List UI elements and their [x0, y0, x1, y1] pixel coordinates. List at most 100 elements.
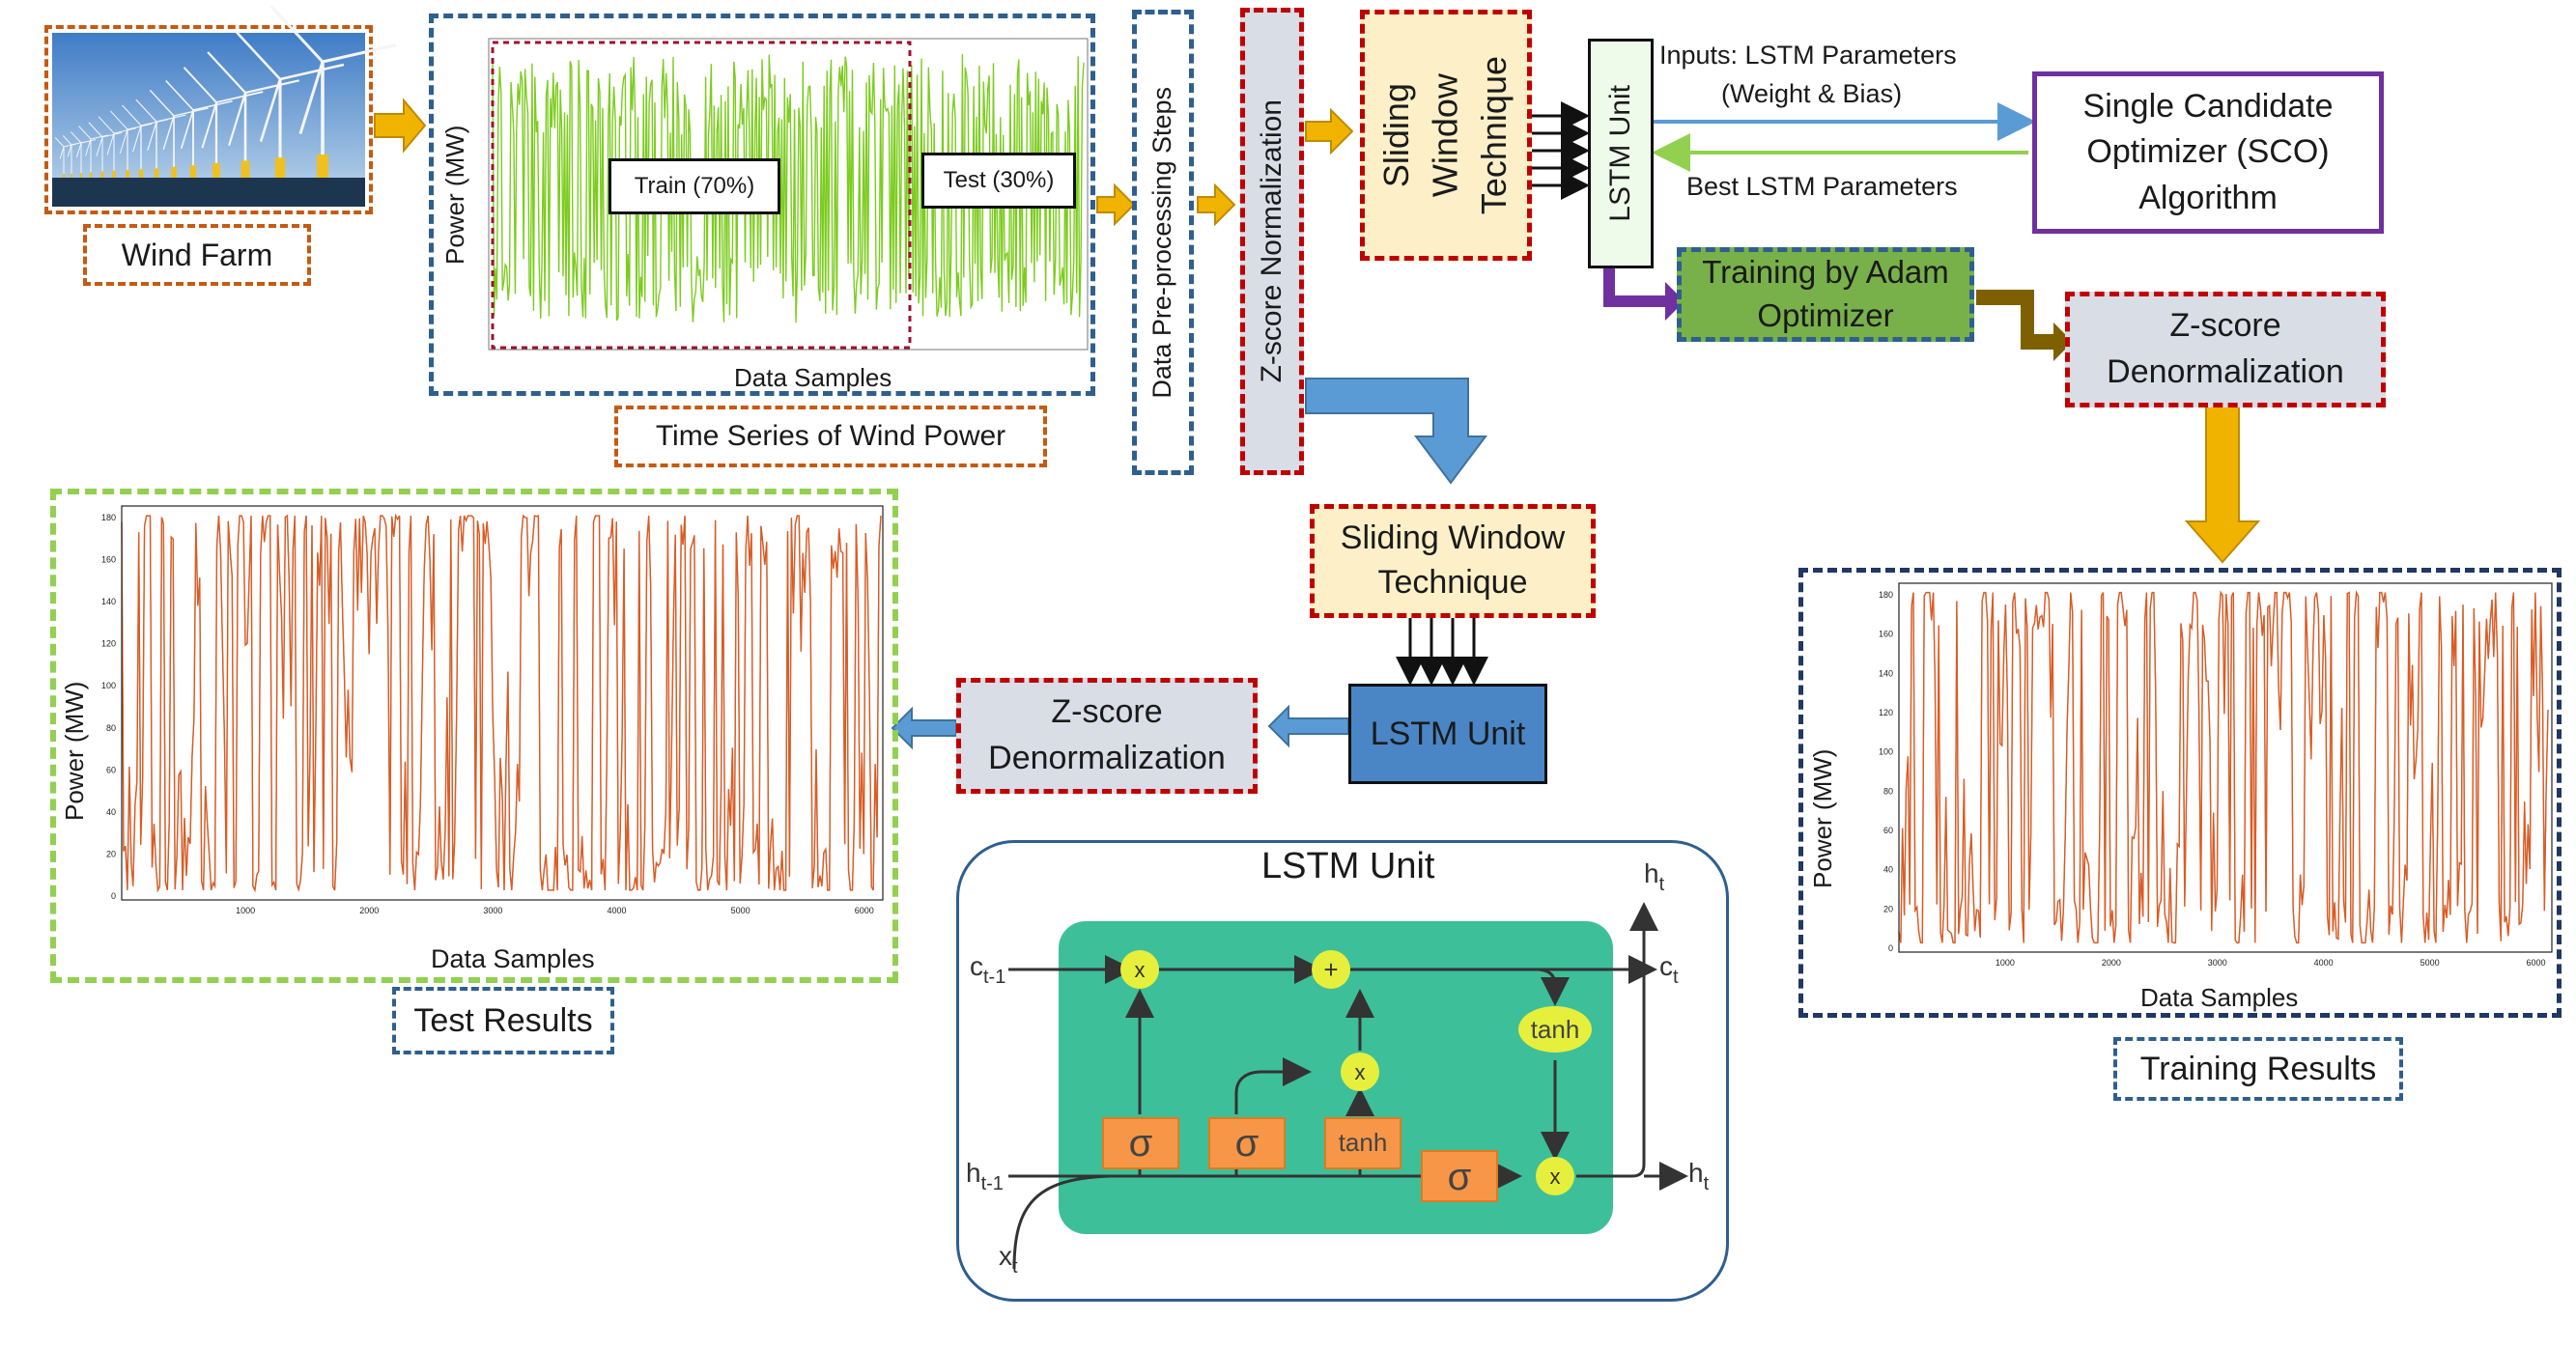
sco-line1: Single Candidate [2082, 87, 2334, 125]
test-results-x-tick: 3000 [483, 906, 502, 915]
arrow-windfarm-to-series [374, 98, 427, 154]
candidate-tanh [1324, 1117, 1401, 1169]
training-results-x-tick: 5000 [2420, 958, 2440, 968]
training-results-x-tick: 3000 [2208, 958, 2227, 968]
svg-text:ht-1: ht-1 [966, 1158, 1004, 1194]
arrow-adam-to-denorm [1976, 290, 2073, 361]
test-results-y-tick: 160 [101, 555, 116, 565]
svg-text:xt: xt [999, 1241, 1018, 1278]
training-results-y-tick: 180 [1879, 590, 1893, 600]
test-results-caption-box: Test Results [392, 987, 614, 1054]
wind-farm-label-box: Wind Farm [83, 224, 311, 286]
test-predicted-series [121, 513, 882, 893]
time-series-y-label: Power (MW) [440, 125, 469, 265]
arrow-zscore-to-sliding-mid [1305, 378, 1487, 485]
h-out-sub: t [1704, 1173, 1710, 1194]
sliding-window-top-line2: Window [1425, 72, 1465, 198]
input-gate-sigma [1208, 1117, 1286, 1169]
test-label-box: Test (30%) [921, 153, 1076, 209]
input-sigma-label: σ [1235, 1122, 1260, 1165]
candidate-tanh-label: tanh [1339, 1128, 1388, 1157]
output-tanh-label: tanh [1531, 1015, 1580, 1044]
training-results-x-tick: 4000 [2314, 958, 2334, 968]
wind-turbine [71, 131, 97, 178]
zscore-denorm-mid-line2: Denormalization [988, 740, 1226, 776]
training-results-y-tick: 120 [1879, 708, 1893, 717]
arrow-denorm-to-training-results [2184, 405, 2261, 564]
arrow-denorm-to-test-results [891, 706, 957, 750]
test-results-frame [50, 489, 898, 983]
cell-add-label: + [1323, 955, 1338, 984]
forget-mult-label: x [1135, 958, 1146, 982]
wind-farm-image [52, 5, 397, 207]
output-gate-sigma [1421, 1150, 1498, 1202]
zscore-denorm-right-line1: Z-score [2169, 307, 2281, 345]
sco-line2: Optimizer (SCO) [2086, 133, 2330, 171]
input-multiply-op [1341, 1053, 1379, 1091]
test-results-x-tick: 4000 [608, 906, 627, 915]
test-results-x-tick: 6000 [855, 906, 874, 915]
wind-turbine [207, 51, 300, 178]
training-results-y-tick: 140 [1879, 668, 1893, 678]
zscore-denorm-right-box: Z-score Denormalization [2065, 292, 2386, 407]
forget-sigma-label: σ [1129, 1122, 1153, 1165]
wind-turbine [122, 104, 169, 178]
sliding-window-top-box: Sliding Window Technique [1360, 10, 1532, 261]
test-results-caption: Test Results [413, 1001, 593, 1039]
wind-turbine [54, 137, 76, 178]
arrow-zscore-to-sliding [1305, 107, 1354, 155]
wind-farm-label: Wind Farm [121, 238, 273, 272]
time-series-x-label: Data Samples [734, 363, 892, 392]
wind-turbine [98, 116, 136, 178]
test-label: Test (30%) [943, 167, 1055, 193]
sco-box: Single Candidate Optimizer (SCO) Algorit… [2032, 71, 2384, 234]
forget-multiply-op [1120, 950, 1159, 989]
x-in-label: x [999, 1241, 1012, 1271]
test-results-y-tick: 80 [106, 723, 116, 733]
svg-text:ht: ht [1644, 858, 1665, 895]
test-results-y-tick: 120 [101, 639, 116, 649]
sco-line3: Algorithm [2138, 179, 2278, 216]
training-results-y-label: Power (MW) [1808, 748, 1837, 888]
test-results-y-tick: 20 [106, 849, 116, 858]
lstm-cell-title: LSTM Unit [1261, 846, 1435, 886]
svg-text:ct: ct [1659, 951, 1679, 988]
h-prev-sub: t-1 [981, 1173, 1004, 1194]
lstm-unit-mid-box: LSTM Unit [1348, 684, 1547, 784]
training-results-caption: Training Results [2139, 1050, 2377, 1087]
training-results-y-tick: 100 [1879, 747, 1893, 757]
h-top-label: h [1644, 858, 1659, 888]
wind-turbine [183, 67, 264, 178]
lstm-unit-top-label: LSTM Unit [1604, 85, 1637, 222]
adam-line1: Training by Adam [1702, 254, 1949, 291]
h-top-sub: t [1659, 874, 1665, 895]
training-results-caption-box: Training Results [2113, 1037, 2403, 1101]
time-series-frame [429, 14, 1095, 396]
test-results-axes-frame [121, 505, 884, 901]
test-results-y-label: Power (MW) [60, 681, 89, 821]
test-results-y-tick: 140 [101, 597, 116, 606]
wind-turbine [165, 79, 233, 178]
c-prev-label: c [970, 951, 983, 981]
sliding-window-top-line3: Technique [1474, 55, 1514, 215]
h-out-label: h [1688, 1158, 1704, 1188]
training-results-frame [1798, 568, 2562, 1018]
best-params-label: Best LSTM Parameters [1686, 172, 1958, 201]
time-series-caption-box: Time Series of Wind Power [614, 406, 1047, 467]
lstm-unit-mid-label: LSTM Unit [1370, 715, 1526, 752]
arrow-lstm-to-adam [1603, 268, 1684, 321]
adam-line2: Optimizer [1757, 297, 1894, 333]
training-results-y-tick: 0 [1888, 943, 1893, 953]
training-results-y-tick: 40 [1883, 865, 1893, 875]
wind-turbine [149, 89, 209, 178]
arrow-lstm-to-denorm-mid [1267, 704, 1349, 748]
test-results-x-tick: 1000 [236, 906, 255, 915]
sliding-window-mid-line2: Technique [1377, 564, 1528, 601]
preprocessing-box: Data Pre-processing Steps [1132, 10, 1194, 475]
wind-farm-image-frame [44, 5, 397, 214]
wind-turbine [135, 98, 186, 178]
